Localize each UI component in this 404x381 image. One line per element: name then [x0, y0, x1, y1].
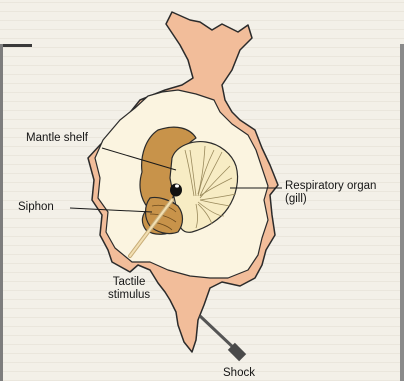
shock-electrode-wire: [200, 316, 236, 350]
label-shock: Shock: [223, 367, 255, 380]
label-mantle-shelf: Mantle shelf: [26, 132, 88, 145]
siphon-opening-highlight: [175, 184, 179, 187]
label-siphon: Siphon: [18, 201, 54, 214]
label-respiratory-organ: Respiratory organ (gill): [285, 180, 376, 206]
label-tactile-stimulus: Tactile stimulus: [108, 276, 150, 302]
